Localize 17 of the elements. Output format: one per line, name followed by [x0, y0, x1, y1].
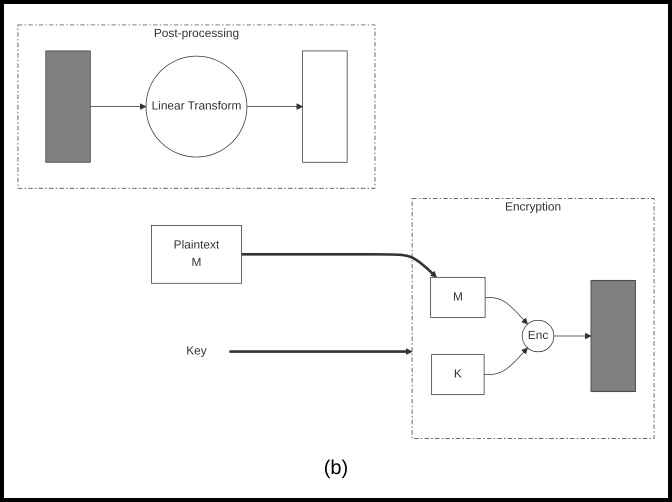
node-bar [302, 50, 348, 162]
caption: (b) [324, 457, 348, 480]
arrow [553, 332, 592, 340]
node-bar [45, 50, 91, 162]
node-text: Key [186, 344, 207, 358]
node-box: M [430, 276, 486, 318]
node-box: Plaintext M [151, 224, 242, 284]
arrow [484, 296, 528, 324]
arrow [246, 103, 303, 110]
arrow [90, 103, 146, 110]
arrow [228, 348, 412, 355]
node-box: K [431, 354, 484, 395]
node-circle: Enc [522, 320, 554, 352]
node-bar [590, 280, 636, 392]
arrow [484, 347, 528, 375]
arrow [242, 252, 437, 278]
node-circle: Linear Transform [146, 56, 248, 158]
